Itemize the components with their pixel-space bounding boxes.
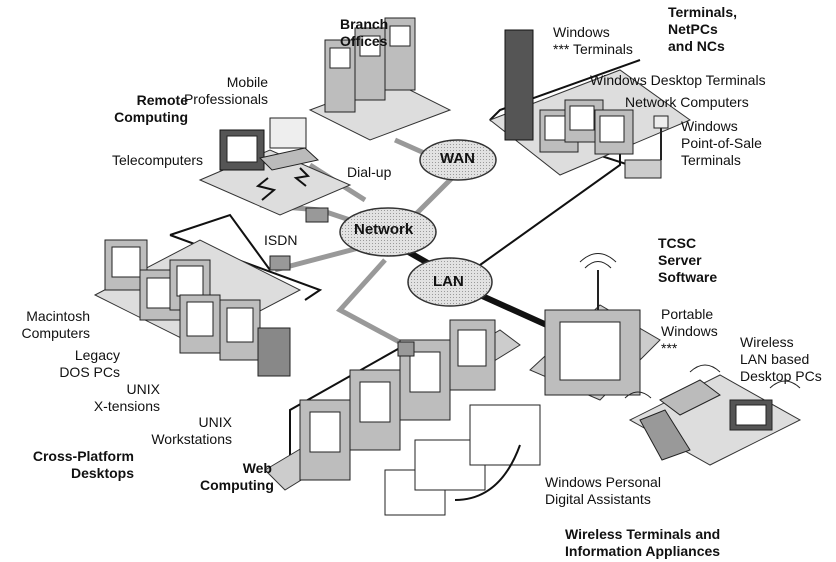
web-computing-illustration: [264, 319, 541, 516]
terminals-illustration: [488, 29, 692, 179]
network-cloud: [339, 207, 437, 257]
telecomputers-label: Telecomputers: [112, 152, 204, 168]
branch-offices-illustration: [308, 17, 452, 141]
lan-cloud: [407, 257, 493, 307]
remote-computing-illustration: [198, 117, 352, 223]
cross-platform-illustration: [93, 239, 302, 377]
lan-label: LAN: [433, 273, 464, 290]
isdn-label: ISDN: [264, 232, 298, 248]
desktop-terminals-label: Windows Desktop Terminals: [590, 72, 766, 88]
wireless-devices-illustration: [624, 364, 802, 466]
dialup-label: Dial-up: [347, 164, 392, 180]
network-label: Network: [354, 221, 414, 238]
wan-label: WAN: [440, 150, 475, 167]
network-computers-label: Network Computers: [625, 94, 749, 110]
windows-terminals-label: Windows*** Terminals: [553, 24, 633, 57]
wan-cloud: [419, 139, 497, 181]
tcsc-server-illustration: [529, 253, 661, 401]
